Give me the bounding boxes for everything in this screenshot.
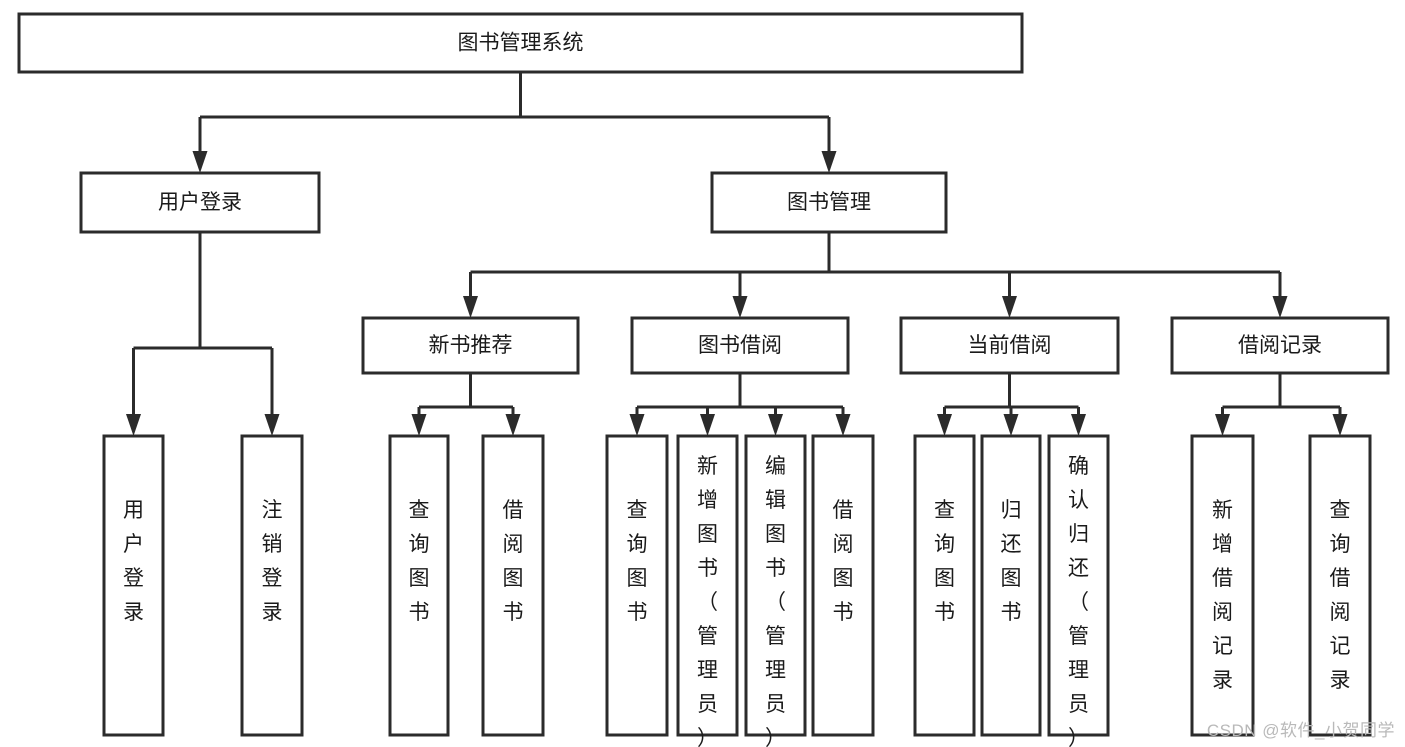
arrow-head-icon [1332,414,1348,436]
arrow-head-icon [1003,414,1019,436]
arrow-head-icon [264,414,280,436]
arrow-head-icon [835,414,851,436]
node-leaf-return-book[interactable]: 归还图书 [980,434,1042,737]
node-label: 查询图书 [934,499,955,624]
node-box [481,434,545,737]
node-leaf-query-book-1[interactable]: 查询图书 [388,434,450,737]
nodes-layer: 图书管理系统用户登录图书管理新书推荐图书借阅当前借阅借阅记录用户登录注销登录查询… [17,12,1390,747]
node-book-manage[interactable]: 图书管理 [710,171,948,234]
node-label: 借阅记录 [1238,334,1322,357]
node-box [361,316,580,375]
node-leaf-query-book-2[interactable]: 查询图书 [605,434,669,737]
arrow-head-icon [768,414,783,436]
arrow-head-icon [937,414,952,436]
node-label: 新书推荐 [429,334,513,357]
node-leaf-user-login[interactable]: 用户登录 [102,434,165,737]
arrow-head-icon [1215,414,1230,436]
node-label: 图书管理 [787,191,871,214]
arrow-head-icon [1002,296,1017,318]
node-label: 当前借阅 [968,334,1052,357]
node-box [1170,316,1390,375]
arrow-head-icon [463,296,478,318]
node-current-borrow[interactable]: 当前借阅 [899,316,1120,375]
arrow-head-icon [192,151,208,173]
arrow-head-icon [505,414,521,436]
node-box [630,316,850,375]
node-label: 借阅图书 [833,499,854,624]
node-label: 注销登录 [262,499,283,624]
node-box [102,434,165,737]
node-box [605,434,669,737]
node-label: 查询图书 [409,499,430,624]
node-box [811,434,875,737]
node-leaf-add-record[interactable]: 新增借阅记录 [1190,434,1255,737]
node-box [744,434,807,737]
node-label: 确认归还（管理员） [1068,455,1089,747]
node-leaf-edit-book[interactable]: 编辑图书（管理员） [744,434,807,747]
node-book-borrow[interactable]: 图书借阅 [630,316,850,375]
node-label: 查询借阅记录 [1330,499,1351,692]
node-leaf-add-book[interactable]: 新增图书（管理员） [676,434,739,747]
node-label: 借阅图书 [503,499,524,624]
node-label: 用户登录 [123,499,144,624]
node-leaf-borrow-book-2[interactable]: 借阅图书 [811,434,875,737]
node-label: 图书借阅 [698,334,782,357]
node-label: 编辑图书（管理员） [765,455,786,747]
node-borrow-record[interactable]: 借阅记录 [1170,316,1390,375]
node-root[interactable]: 图书管理系统 [17,12,1024,74]
arrow-head-icon [1272,296,1288,318]
arrow-head-icon [411,414,427,436]
node-box [676,434,739,737]
arrow-head-icon [1071,414,1086,436]
node-leaf-confirm-return[interactable]: 确认归还（管理员） [1047,434,1110,747]
node-box [710,171,948,234]
node-leaf-query-book-3[interactable]: 查询图书 [913,434,976,737]
node-new-book-rec[interactable]: 新书推荐 [361,316,580,375]
csdn-watermark: CSDN @软件_小贺同学 [1206,721,1395,740]
node-box [913,434,976,737]
arrow-head-icon [629,414,645,436]
node-label: 图书管理系统 [458,32,584,55]
arrow-head-icon [126,414,141,436]
arrow-head-icon [732,296,748,318]
node-box [980,434,1042,737]
node-label: 用户登录 [158,191,242,214]
arrow-head-icon [821,151,837,173]
node-box [79,171,321,234]
node-label: 新增图书（管理员） [697,455,718,747]
node-leaf-borrow-book-1[interactable]: 借阅图书 [481,434,545,737]
node-label: 新增借阅记录 [1212,499,1233,692]
node-box [899,316,1120,375]
node-box [17,12,1024,74]
node-label: 归还图书 [1001,499,1022,624]
arrow-head-icon [700,414,715,436]
node-box [1190,434,1255,737]
node-box [1308,434,1372,737]
node-box [388,434,450,737]
node-box [1047,434,1110,737]
connectors-layer [126,72,1348,436]
node-user-login[interactable]: 用户登录 [79,171,321,234]
node-leaf-logout[interactable]: 注销登录 [240,434,304,737]
node-leaf-query-record[interactable]: 查询借阅记录 [1308,434,1372,737]
node-label: 查询图书 [627,499,648,624]
node-box [240,434,304,737]
